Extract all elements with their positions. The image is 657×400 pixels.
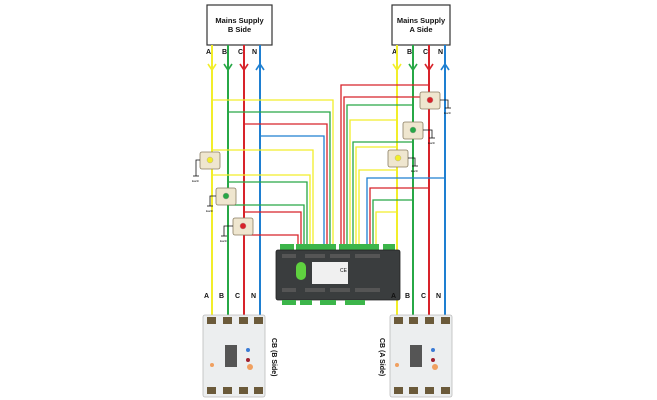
phase-labels-top-a: A B C N xyxy=(392,49,443,56)
earth-label: Earth xyxy=(192,179,200,183)
voltage-taps-a xyxy=(340,84,445,248)
supply-a-title-line1: Mains Supply xyxy=(397,16,446,25)
circuit-breaker-b-side: CB (B Side) xyxy=(202,314,277,398)
phase-label-c: C xyxy=(421,293,426,300)
power-meter: CE xyxy=(275,244,401,305)
phase-label-a: A xyxy=(204,293,209,300)
supply-b-title-line1: Mains Supply xyxy=(215,16,264,25)
supply-b-title-line2: B Side xyxy=(228,25,251,34)
phase-label-a: A xyxy=(392,49,397,56)
bus-a-side xyxy=(396,45,446,318)
voltage-taps-b xyxy=(212,99,334,248)
breaker-toggle xyxy=(225,345,237,367)
phase-label-a: A xyxy=(206,49,211,56)
earth-label: Earth xyxy=(444,111,452,115)
meter-top-terminals xyxy=(280,244,395,250)
ct-sensor-b-phase-c: Earth xyxy=(220,217,254,243)
ct-sensor-a-phase-b: Earth xyxy=(402,121,436,145)
ct-sensor-a-phase-c: Earth xyxy=(419,91,452,115)
ce-mark: CE xyxy=(340,268,348,274)
phase-label-n: N xyxy=(251,293,256,300)
supply-a-title-line2: A Side xyxy=(409,25,432,34)
phase-label-n: N xyxy=(436,293,441,300)
mains-supply-a-side: Mains Supply A Side xyxy=(391,4,451,46)
mains-supply-b-side: Mains Supply B Side xyxy=(206,4,273,46)
phase-label-b: B xyxy=(407,49,412,56)
breaker-label-b: CB (B Side) xyxy=(270,338,277,377)
phase-label-b: B xyxy=(405,293,410,300)
phase-label-c: C xyxy=(235,293,240,300)
breaker-toggle xyxy=(410,345,422,367)
meter-logo xyxy=(296,262,306,280)
meter-bottom-terminals xyxy=(282,300,365,305)
ct-sensor-a-phase-a: Earth xyxy=(387,149,419,173)
phase-label-a: A xyxy=(391,293,396,300)
phase-label-b: B xyxy=(219,293,224,300)
phase-label-n: N xyxy=(252,49,257,56)
meter-port-strips xyxy=(282,254,380,292)
meter-label-plate xyxy=(312,262,348,284)
earth-label: Earth xyxy=(220,239,228,243)
phase-labels-bottom-a: A B C N xyxy=(391,293,441,300)
circuit-breaker-a-side: CB (A Side) xyxy=(378,314,453,398)
phase-label-b: B xyxy=(222,49,227,56)
flow-arrows xyxy=(207,62,450,72)
phase-label-c: C xyxy=(238,49,243,56)
phase-label-n: N xyxy=(438,49,443,56)
ct-sensor-b-phase-b: Earth xyxy=(206,187,237,213)
earth-label: Earth xyxy=(206,209,214,213)
phase-labels-bottom-b: A B C N xyxy=(204,293,256,300)
earth-label: Earth xyxy=(411,169,419,173)
phase-labels-top-b: A B C N xyxy=(206,49,257,56)
earth-label: Earth xyxy=(428,141,436,145)
ct-sensor-b-phase-a: Earth xyxy=(192,151,221,183)
phase-label-c: C xyxy=(423,49,428,56)
breaker-label-a: CB (A Side) xyxy=(378,338,385,376)
